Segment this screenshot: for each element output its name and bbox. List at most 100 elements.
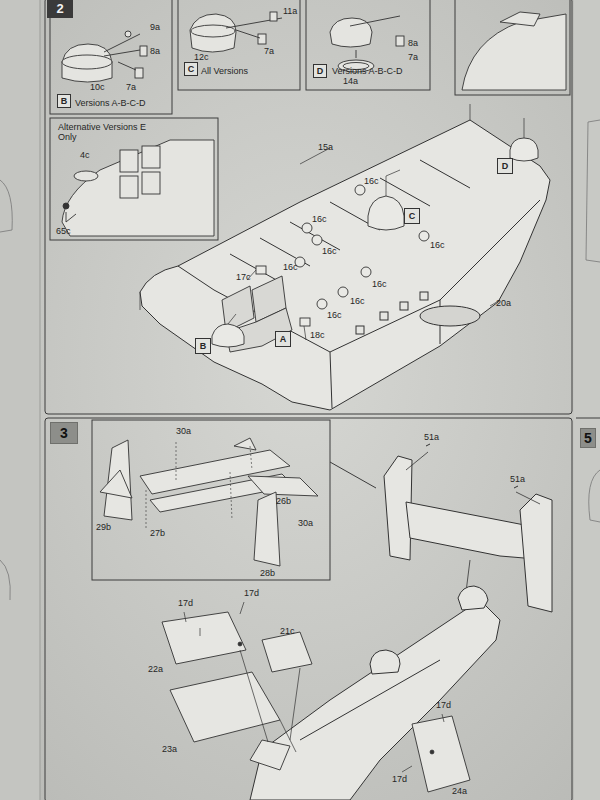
line-art (62, 55, 112, 69)
line-art (419, 231, 429, 241)
callout-number: 17d (392, 774, 407, 784)
line-art (120, 176, 138, 198)
version-letter: D (317, 66, 324, 76)
line-art (62, 140, 214, 236)
line-art (40, 0, 41, 800)
callout-number: 8a (408, 38, 418, 48)
line-art (270, 12, 277, 21)
callout-number: 51a (424, 432, 439, 442)
version-note: Versions A-B-C-D (75, 98, 146, 108)
line-art (589, 470, 600, 522)
line-art (104, 34, 140, 56)
line-art (430, 750, 434, 754)
version-note: All Versions (201, 66, 248, 76)
line-art (586, 120, 600, 262)
version-letter: B (200, 341, 207, 351)
line-art (406, 452, 540, 592)
line-art (212, 138, 538, 347)
callout-number: 9a (150, 22, 160, 32)
version-letter-box: A (275, 331, 291, 347)
line-art (576, 418, 600, 419)
line-art (234, 438, 256, 450)
line-art (300, 318, 310, 326)
line-art (256, 185, 429, 326)
callout-number: 18c (310, 330, 325, 340)
line-art (0, 0, 40, 800)
line-art (462, 14, 566, 90)
version-letter: B (61, 96, 68, 106)
callout-number: 16c (322, 246, 337, 256)
line-art (256, 266, 266, 274)
callout-number: 29b (96, 522, 111, 532)
callout-number: 7a (264, 46, 274, 56)
callout-number: 14a (343, 76, 358, 86)
callout-number: 22a (148, 664, 163, 674)
line-art (135, 68, 143, 78)
line-art (384, 444, 552, 612)
line-art (170, 672, 280, 742)
line-art (45, 0, 572, 414)
line-art (330, 16, 404, 72)
callout-number: 7a (408, 52, 418, 62)
callout-number: 23a (162, 744, 177, 754)
line-art (312, 235, 322, 245)
version-note: Alternative Versions E Only (58, 122, 154, 142)
line-art (355, 185, 365, 195)
line-art (462, 12, 566, 90)
callout-number: 24a (452, 786, 467, 796)
line-art (140, 46, 147, 56)
line-art (412, 716, 470, 792)
callout-number: 12c (194, 52, 209, 62)
version-letter-box: C (404, 208, 420, 224)
callout-number: 65c (56, 226, 71, 236)
line-art (190, 14, 236, 52)
line-art (0, 180, 12, 232)
line-art (520, 494, 552, 612)
step-number: 5 (584, 430, 592, 446)
line-art (74, 171, 98, 181)
line-art (356, 50, 357, 58)
line-art (330, 462, 376, 488)
line-art (350, 16, 400, 26)
line-art (125, 31, 131, 37)
line-art (62, 44, 112, 82)
callout-number: 10c (90, 82, 105, 92)
line-art (0, 560, 10, 600)
callout-number: 16c (327, 310, 342, 320)
line-art (262, 632, 312, 672)
line-art (62, 140, 214, 236)
line-art (120, 150, 138, 172)
line-art (458, 586, 488, 610)
callout-number: 16c (350, 296, 365, 306)
callout-number: 8a (150, 46, 160, 56)
callout-number: 17d (178, 598, 193, 608)
line-art (330, 18, 372, 47)
line-art (62, 31, 147, 82)
line-art (140, 120, 550, 410)
line-art (500, 12, 540, 26)
callout-number: 17d (436, 700, 451, 710)
line-art (184, 602, 444, 772)
version-letter-box: B (57, 94, 71, 108)
line-art (162, 612, 470, 792)
version-letter: C (188, 64, 195, 74)
line-art (191, 25, 235, 37)
line-art (140, 120, 550, 410)
callout-number: 17d (244, 588, 259, 598)
line-art (66, 212, 76, 222)
callout-number: 16c (364, 176, 379, 186)
step-number-tab: 2 (47, 0, 73, 18)
line-art (406, 452, 540, 592)
line-art (63, 203, 69, 209)
version-letter: C (409, 211, 416, 221)
line-art (140, 104, 470, 310)
callout-number: 30a (298, 518, 313, 528)
callout-number: 16c (283, 262, 298, 272)
line-art (400, 302, 408, 310)
line-art (146, 440, 252, 530)
line-art (356, 326, 364, 334)
step-number: 3 (60, 425, 68, 441)
line-art (250, 740, 290, 770)
